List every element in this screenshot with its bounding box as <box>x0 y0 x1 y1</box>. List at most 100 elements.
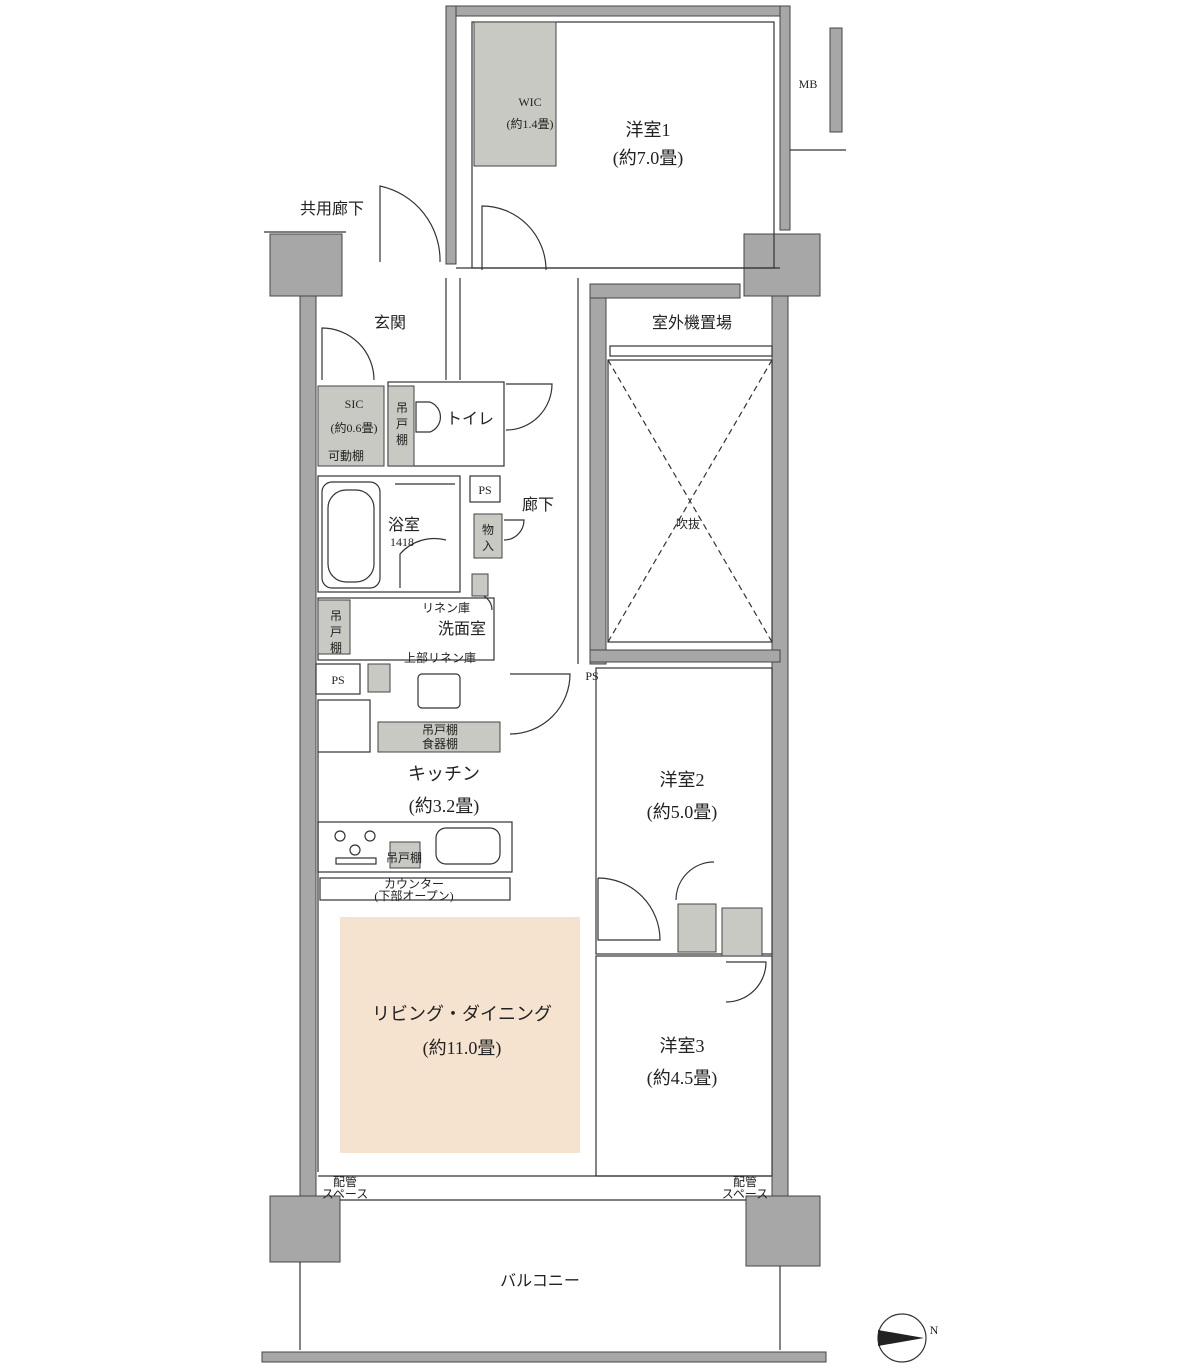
bathroom-label: 浴室 <box>388 516 420 534</box>
living-area-fill <box>340 917 580 1153</box>
wall-mb-box <box>829 27 843 133</box>
counter-sub-label: (下部オープン) <box>374 888 453 903</box>
door-western2 <box>597 877 661 941</box>
dish-shelf-label: 食器棚 <box>422 736 458 751</box>
outdoor-unit-label: 室外機置場 <box>652 314 732 332</box>
stove <box>334 830 377 865</box>
void-frame <box>607 359 773 643</box>
pipe-space-right-1: 配管 <box>733 1174 757 1189</box>
ps-box-1 <box>469 475 501 503</box>
bath-room <box>317 475 461 593</box>
void-x2 <box>607 359 773 643</box>
mb-label: MB <box>799 77 818 91</box>
toilet-label: トイレ <box>446 411 494 428</box>
door-entrance <box>379 185 441 263</box>
wash-basin <box>417 673 461 709</box>
column-outdoor <box>743 233 821 297</box>
closet2 <box>677 903 717 953</box>
ps-box-2 <box>315 663 361 695</box>
balcony-label: バルコニー <box>500 1273 580 1290</box>
kitchen-small-shelf: 吊戸棚 <box>386 850 422 865</box>
door-kitchen <box>509 673 571 735</box>
western3-room <box>595 955 773 1177</box>
burner-2 <box>364 830 376 842</box>
north-arrow <box>877 1313 927 1363</box>
kitchen-cab <box>317 699 371 753</box>
north-label: N <box>930 1323 939 1337</box>
corridor-label: 廊下 <box>522 496 554 514</box>
balcony-rail <box>261 1351 827 1363</box>
wall-void-bottom <box>589 649 781 663</box>
upper-linen-box <box>367 663 391 693</box>
storage-label-1: 物 <box>482 523 494 537</box>
living-size: (約11.0畳) <box>423 1038 502 1059</box>
pipe-space-left-2: スペース <box>322 1187 369 1201</box>
bathtub <box>321 481 381 589</box>
kitchen-hanging-label: 吊戸棚 <box>422 722 458 737</box>
toilet-hanging-1: 吊 <box>396 401 408 415</box>
kitchen-shelf-small <box>389 841 421 869</box>
wall-void-top <box>589 283 741 299</box>
wash-hanging-3: 棚 <box>330 640 342 655</box>
wall-void-left <box>589 283 607 665</box>
linen-label: リネン庫 <box>422 601 470 615</box>
column-bl <box>269 1195 341 1263</box>
stove-grill <box>335 857 377 865</box>
wall-right-outer <box>771 295 789 1197</box>
toilet-bowl <box>415 401 442 433</box>
column-br <box>745 1195 821 1267</box>
outdoor-rail <box>609 345 773 357</box>
sic-storage <box>317 385 385 467</box>
wic-name: WIC <box>518 95 541 109</box>
kitchen-name: キッチン <box>408 764 480 784</box>
entrance-label: 玄関 <box>374 314 406 332</box>
western1-size: (約7.0畳) <box>613 148 684 169</box>
pipe-space-right-2: スペース <box>722 1187 769 1201</box>
door-toilet <box>505 383 553 431</box>
storage-label-2: 入 <box>482 539 494 553</box>
door-genkan <box>321 327 375 381</box>
wall-top-western1 <box>445 5 791 17</box>
burner-3 <box>349 844 361 856</box>
wall-left-western1 <box>445 5 457 265</box>
toilet-hanging-2: 戸 <box>396 417 408 431</box>
walls <box>261 5 843 1363</box>
wash-hanging <box>317 599 351 655</box>
closet3 <box>721 907 763 957</box>
linen-box <box>471 573 489 597</box>
western2-name: 洋室2 <box>660 770 705 790</box>
pipe-space-left-1: 配管 <box>333 1174 357 1189</box>
interior-lines <box>264 21 846 1350</box>
door-storage <box>503 519 525 541</box>
counter-label: カウンター <box>384 877 444 891</box>
sink <box>435 827 501 865</box>
wall-right-western1 <box>779 5 791 231</box>
doors <box>321 185 767 1003</box>
toilet-hanging-3: 棚 <box>396 432 408 447</box>
door-bath <box>399 537 447 588</box>
kitchen-size: (約3.2畳) <box>409 796 480 817</box>
wash-hanging-1: 吊 <box>330 609 342 623</box>
living-name: リビング・ダイニング <box>372 1004 552 1024</box>
door-western1 <box>481 205 547 271</box>
bath-size-label: 1418 <box>390 535 414 549</box>
wic-size: (約1.4畳) <box>507 116 554 131</box>
wall-left-outer <box>299 295 317 1197</box>
storage-box <box>473 513 503 559</box>
wash-hanging-2: 戸 <box>330 625 342 639</box>
western2-size: (約5.0畳) <box>647 802 718 823</box>
ps-label-3: PS <box>585 669 598 683</box>
ps-label-1: PS <box>478 483 491 497</box>
door-closet2 <box>675 861 715 901</box>
north-pointer-icon <box>878 1330 924 1346</box>
western3-name: 洋室3 <box>660 1036 705 1056</box>
burner-1 <box>334 830 346 842</box>
labels: 洋室1 (約7.0畳) WIC (約1.4畳) MB 共用廊下 玄関 室外機置場… <box>300 77 939 1337</box>
toilet-shelf <box>387 385 415 467</box>
western1-name: 洋室1 <box>626 120 671 140</box>
western3-size: (約4.5畳) <box>647 1068 718 1089</box>
storage-areas <box>317 21 763 957</box>
sic-size: (約0.6畳) <box>331 420 378 435</box>
column-entrance <box>269 233 343 297</box>
